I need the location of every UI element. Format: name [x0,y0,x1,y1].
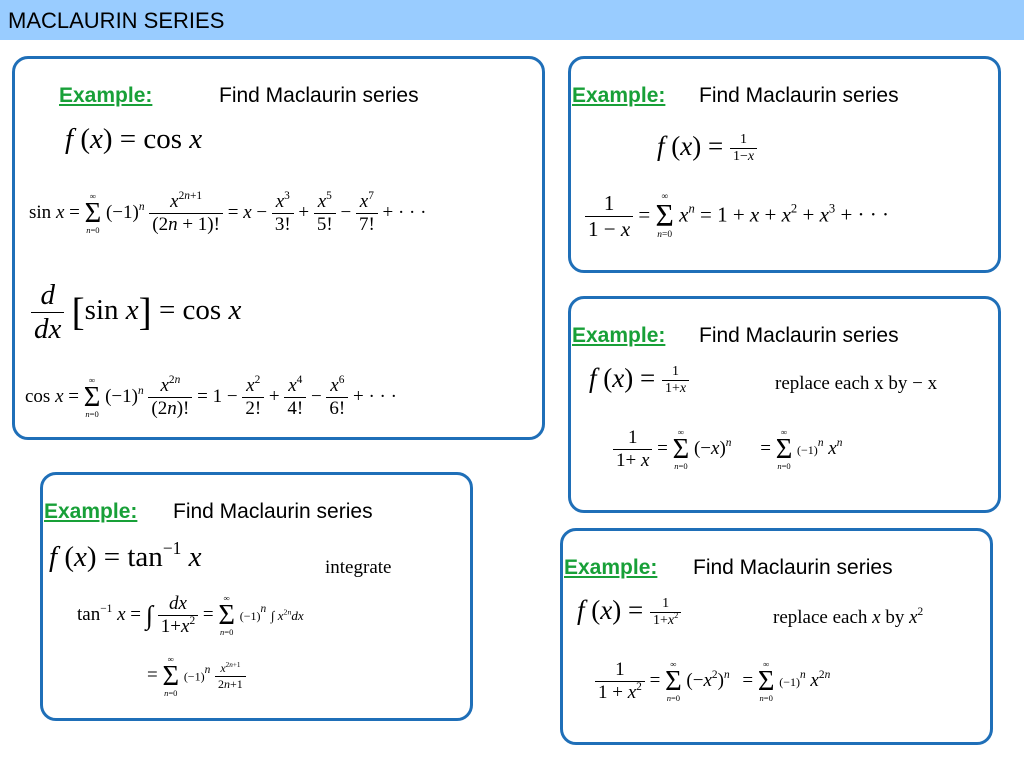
example-box-cos: Example: Find Maclaurin series f (x) = c… [12,56,545,440]
replace-note: replace each x by − x [775,373,938,394]
given-function: f (x) = tan−1 x [49,537,202,573]
example-box-geometric: Example: Find Maclaurin series f (x) = 1… [568,56,1001,273]
given-function: f (x) = cos x [65,123,203,155]
example-label: Example: [564,556,658,579]
title-bar: MACLAURIN SERIES [0,0,1024,40]
example-box-squared: Example: Find Maclaurin series f (x) = 1… [560,528,993,745]
replace-note: replace each x by x2 [773,606,924,628]
example-label: Example: [572,324,666,347]
example-label: Example: [59,84,153,107]
example-label: Example: [44,500,138,523]
example-box-alternating: Example: Find Maclaurin series f (x) = 1… [568,296,1001,513]
integrate-note: integrate [325,557,392,578]
find-text: Find Maclaurin series [699,324,899,347]
find-text: Find Maclaurin series [173,500,373,523]
example-label: Example: [572,84,666,107]
find-text: Find Maclaurin series [699,84,899,107]
find-text: Find Maclaurin series [693,556,893,579]
find-text: Find Maclaurin series [219,84,419,107]
slide-title: MACLAURIN SERIES [8,8,225,33]
example-box-arctan: Example: Find Maclaurin series f (x) = t… [40,472,473,721]
